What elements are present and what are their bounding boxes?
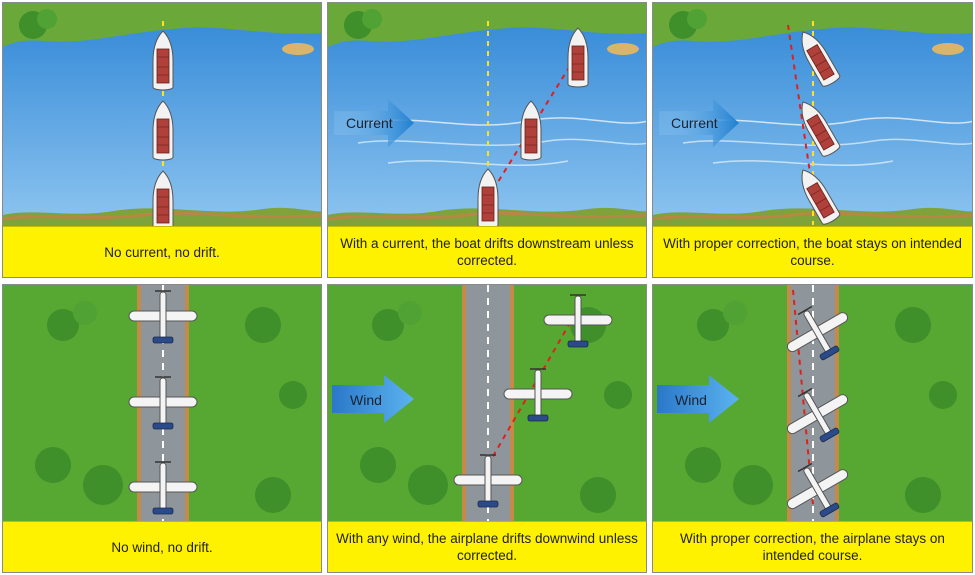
current-arrow-label: Current (346, 115, 393, 131)
panel-boat-no-current: No current, no drift. (2, 2, 322, 278)
caption: With proper correction, the airplane sta… (653, 521, 972, 572)
wind-arrow-label: Wind (350, 392, 382, 408)
airplane-scene (653, 285, 972, 531)
airplane-scene (328, 285, 646, 523)
current-arrow-label: Current (671, 115, 718, 131)
caption: With any wind, the airplane drifts downw… (328, 521, 646, 572)
panel-airplane-drift: Wind With any wind, the airplane drifts … (327, 284, 647, 573)
caption: With proper correction, the boat stays o… (653, 226, 972, 277)
airplane-scene (3, 285, 321, 523)
panel-airplane-no-wind: No wind, no drift. (2, 284, 322, 573)
caption: No current, no drift. (3, 226, 321, 277)
caption: No wind, no drift. (3, 521, 321, 572)
boat-scene (328, 3, 646, 229)
wind-arrow-label: Wind (675, 392, 707, 408)
boat-scene (3, 3, 321, 231)
panel-boat-corrected: Current With proper correction, the boat… (652, 2, 973, 278)
caption: With a current, the boat drifts downstre… (328, 226, 646, 277)
panel-boat-drift: Current With a current, the boat drifts … (327, 2, 647, 278)
boat-scene (653, 3, 972, 228)
panel-airplane-corrected: Wind With proper correction, the airplan… (652, 284, 973, 573)
